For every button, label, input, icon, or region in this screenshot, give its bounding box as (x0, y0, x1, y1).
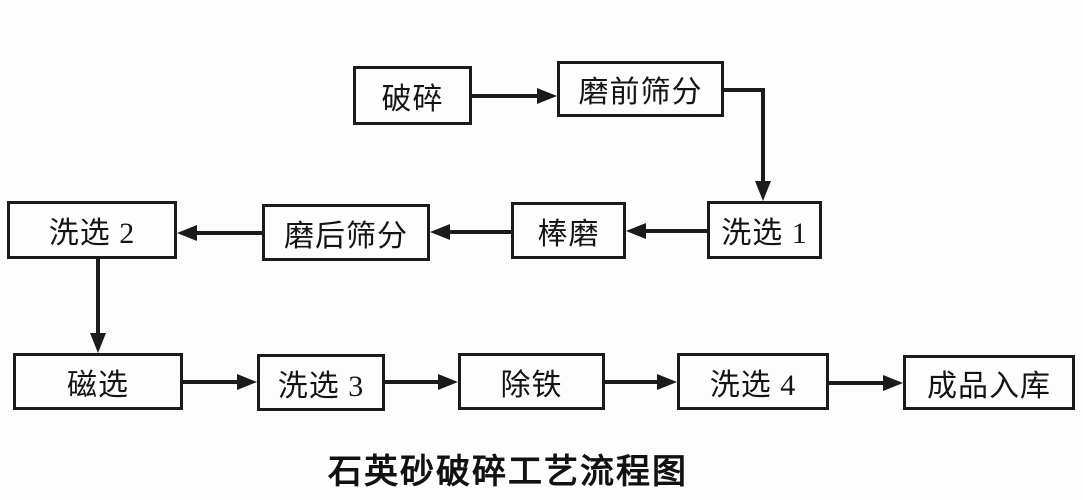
node-pre-grind-screening-label: 磨前筛分 (578, 76, 703, 109)
node-magnetic-separation: 磁选 (13, 353, 183, 410)
arrow-pre-screening-to-washing-1 (724, 88, 771, 201)
node-washing-1: 洗选 1 (707, 201, 822, 259)
node-iron-removal: 除铁 (458, 353, 605, 410)
node-washing-2: 洗选 2 (7, 201, 177, 259)
node-washing-3-label: 洗选 3 (277, 369, 365, 403)
node-rod-milling: 棒磨 (511, 202, 626, 259)
node-iron-removal-label: 除铁 (500, 368, 563, 402)
node-crushing-label: 破碎 (381, 82, 444, 116)
node-finished-product-storage-label: 成品入库 (927, 369, 1051, 403)
node-pre-grind-screening: 磨前筛分 (557, 61, 724, 117)
node-rod-milling-label: 棒磨 (537, 217, 600, 251)
diagram-title: 石英砂破碎工艺流程图 (328, 454, 688, 491)
node-crushing: 破碎 (353, 66, 472, 125)
node-finished-product-storage: 成品入库 (903, 355, 1075, 410)
node-washing-4-label: 洗选 4 (709, 368, 797, 402)
node-washing-4: 洗选 4 (677, 353, 829, 410)
node-post-grind-screening-label: 磨后筛分 (284, 219, 408, 253)
node-magnetic-separation-label: 磁选 (67, 368, 129, 402)
node-washing-1-label: 洗选 1 (721, 217, 808, 250)
node-washing-3: 洗选 3 (257, 354, 385, 411)
node-washing-2-label: 洗选 2 (48, 217, 136, 250)
node-post-grind-screening: 磨后筛分 (262, 204, 430, 261)
